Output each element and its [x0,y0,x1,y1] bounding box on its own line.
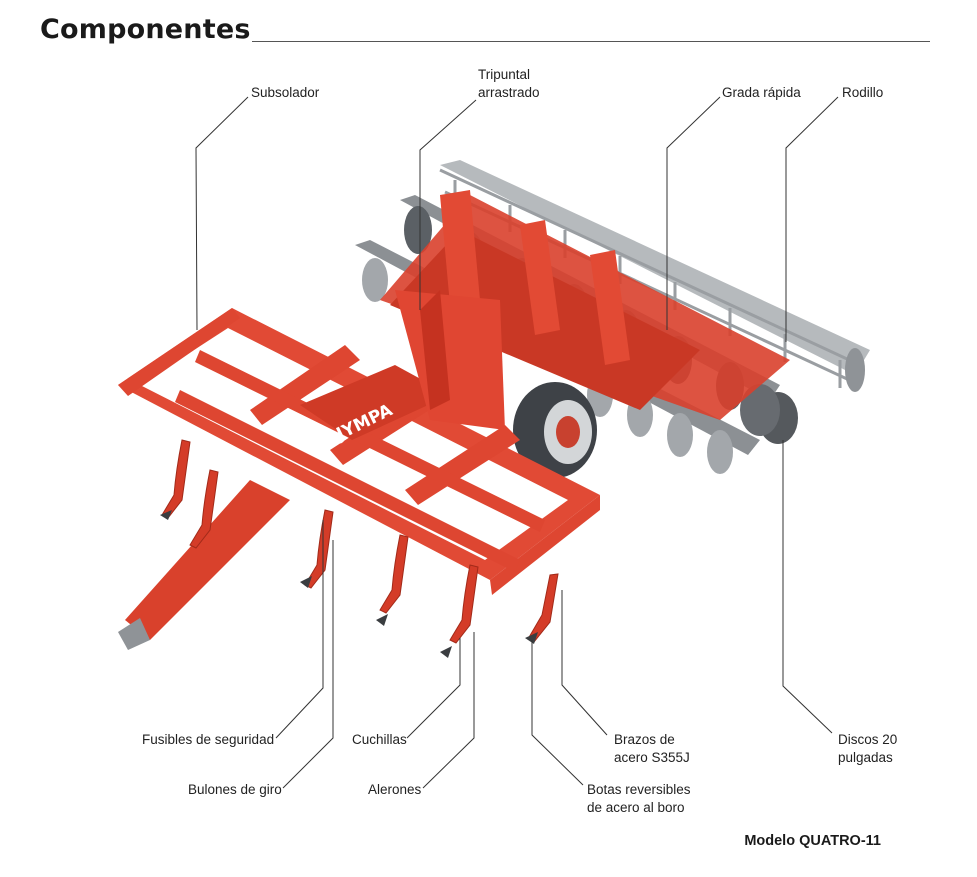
label-alerones: Alerones [368,782,422,797]
label-botas-line2: de acero al boro [587,800,685,815]
leader-lines [195,96,839,789]
label-cuchillas: Cuchillas [352,732,407,747]
label-tripuntal-line1: Tripuntal [478,67,531,82]
label-tripuntal: Tripuntal arrastrado [478,66,540,102]
wheel [513,382,597,478]
label-discos-line1: Discos 20 [838,732,898,747]
label-subsolador: Subsolador [251,85,320,100]
label-tripuntal-line2: arrastrado [478,85,540,100]
page-title: Componentes [40,14,251,45]
label-rodillo: Rodillo [842,85,884,100]
label-bulones: Bulones de giro [188,782,282,797]
model-caption: Modelo QUATRO-11 [744,833,881,849]
chisel-points [160,510,538,658]
label-grada-rapida: Grada rápida [722,85,801,100]
label-brazos: Brazos de acero S355J [614,731,690,767]
title-rule [252,41,930,42]
label-botas-line1: Botas reversibles [587,782,691,797]
label-brazos-line2: acero S355J [614,750,690,765]
label-fusibles: Fusibles de seguridad [142,732,275,747]
rear-frame [380,190,790,420]
label-brazos-line1: Brazos de [614,732,675,747]
label-discos: Discos 20 pulgadas [838,731,897,767]
label-botas: Botas reversibles de acero al boro [587,781,691,817]
front-frame: JYMPA [118,290,600,650]
label-discos-line2: pulgadas [838,750,893,765]
